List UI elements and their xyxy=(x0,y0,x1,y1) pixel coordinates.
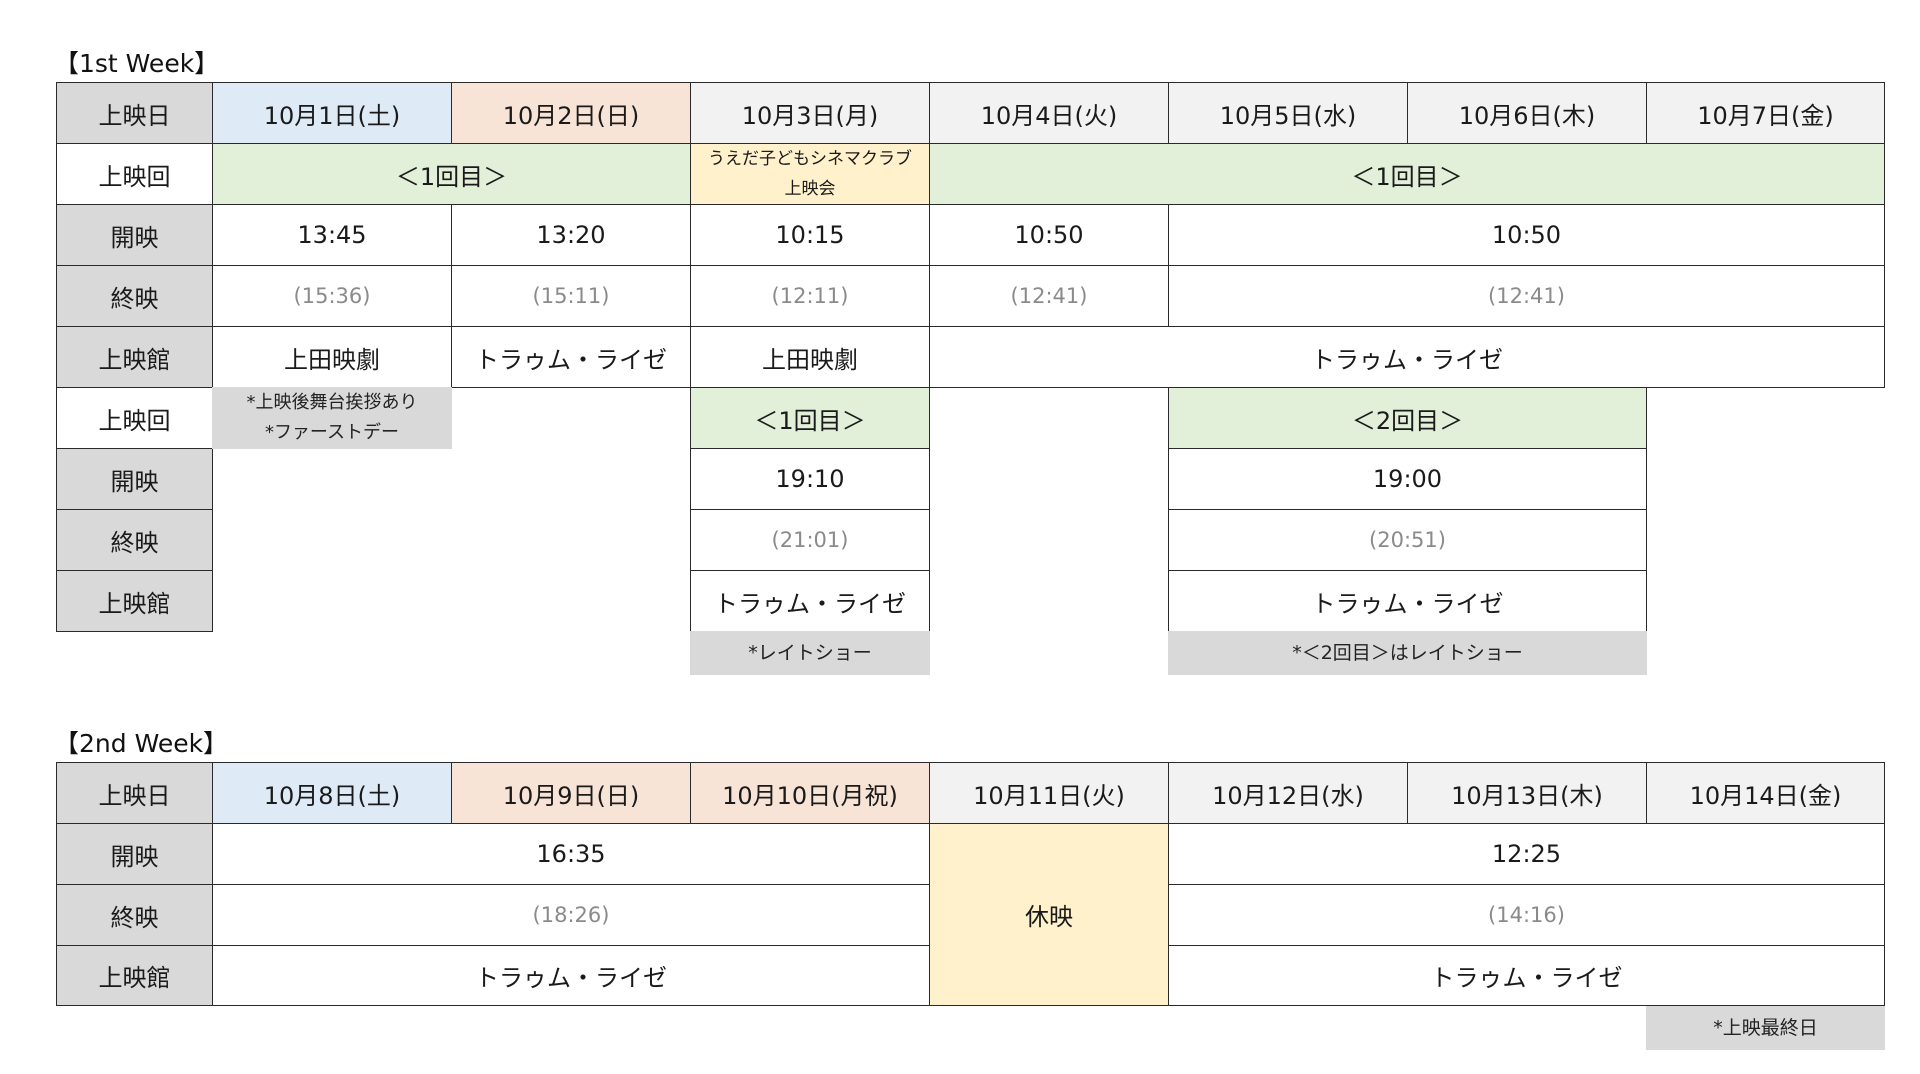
note-oct1-stage-greeting: *上映後舞台挨拶あり xyxy=(246,392,418,413)
w2-end-oct8-10: (18:26) xyxy=(212,884,930,946)
row-label-venue-2: 上映館 xyxy=(56,570,213,632)
w2-row-label-venue: 上映館 xyxy=(56,945,213,1006)
showing-kids-cinema-club: うえだ子どもシネマクラブ上映会 xyxy=(690,143,930,205)
date-oct6: 10月6日(木) xyxy=(1407,82,1647,144)
w2-end-oct12-14: (14:16) xyxy=(1168,884,1885,946)
start-oct2: 13:20 xyxy=(451,204,691,266)
row-label-end: 終映 xyxy=(56,265,213,327)
closed-oct11: 休映 xyxy=(929,823,1169,1006)
start-oct4: 10:50 xyxy=(929,204,1169,266)
date-oct4: 10月4日(火) xyxy=(929,82,1169,144)
row-label-start: 開映 xyxy=(56,204,213,266)
date-oct9: 10月9日(日) xyxy=(451,762,691,824)
venue-oct3: 上田映劇 xyxy=(690,326,930,388)
date-oct1: 10月1日(土) xyxy=(212,82,452,144)
start-oct5-7: 10:50 xyxy=(1168,204,1885,266)
venue-oct1: 上田映劇 xyxy=(212,326,452,388)
row-label-end-2: 終映 xyxy=(56,509,213,571)
date-oct2: 10月2日(日) xyxy=(451,82,691,144)
row-label-venue: 上映館 xyxy=(56,326,213,388)
venue-2nd-oct5-7: トラゥム・ライゼ xyxy=(1168,570,1647,632)
w2-row-label-end: 終映 xyxy=(56,884,213,946)
end-oct3-evening: (21:01) xyxy=(690,509,930,571)
date-oct7: 10月7日(金) xyxy=(1646,82,1885,144)
start-2nd-oct5-7: 19:00 xyxy=(1168,448,1647,510)
showing-1st-oct1-2: ＜1回目＞ xyxy=(212,143,691,205)
date-oct10: 10月10日(月祝) xyxy=(690,762,930,824)
start-oct1: 13:45 xyxy=(212,204,452,266)
note-oct1-first-day: *ファーストデー xyxy=(264,422,400,443)
row-label-date: 上映日 xyxy=(56,82,213,144)
note-oct3-late-show: *レイトショー xyxy=(690,631,930,675)
end-oct4: (12:41) xyxy=(929,265,1169,327)
w2-row-label-start: 開映 xyxy=(56,823,213,885)
week1-title: 【1st Week】 xyxy=(54,49,220,78)
end-2nd-oct5-7: (20:51) xyxy=(1168,509,1647,571)
date-oct5: 10月5日(水) xyxy=(1168,82,1408,144)
w2-venue-oct8-10: トラゥム・ライゼ xyxy=(212,945,930,1006)
note-final-day: *上映最終日 xyxy=(1646,1006,1885,1050)
date-oct11: 10月11日(火) xyxy=(929,762,1169,824)
date-oct14: 10月14日(金) xyxy=(1646,762,1885,824)
row-label-start-2: 開映 xyxy=(56,448,213,510)
date-oct13: 10月13日(木) xyxy=(1407,762,1647,824)
venue-oct4-7: トラゥム・ライゼ xyxy=(929,326,1885,388)
w2-start-oct12-14: 12:25 xyxy=(1168,823,1885,885)
date-oct3: 10月3日(月) xyxy=(690,82,930,144)
w2-venue-oct12-14: トラゥム・ライゼ xyxy=(1168,945,1885,1006)
date-oct12: 10月12日(水) xyxy=(1168,762,1408,824)
row-label-showing: 上映回 xyxy=(56,143,213,205)
w2-row-label-date: 上映日 xyxy=(56,762,213,824)
end-oct3: (12:11) xyxy=(690,265,930,327)
showing-oct3-evening: ＜1回目＞ xyxy=(690,387,930,449)
note-oct5-7-late-show: *＜2回目＞はレイトショー xyxy=(1168,631,1647,675)
venue-oct2: トラゥム・ライゼ xyxy=(451,326,691,388)
row-label-showing-2: 上映回 xyxy=(56,387,213,449)
end-oct2: (15:11) xyxy=(451,265,691,327)
week2-title: 【2nd Week】 xyxy=(54,729,229,758)
start-oct3-evening: 19:10 xyxy=(690,448,930,510)
note-oct1: *上映後舞台挨拶あり *ファーストデー xyxy=(212,387,452,449)
showing-2nd-oct5-7: ＜2回目＞ xyxy=(1168,387,1647,449)
end-oct5-7: (12:41) xyxy=(1168,265,1885,327)
date-oct8: 10月8日(土) xyxy=(212,762,452,824)
venue-oct3-evening: トラゥム・ライゼ xyxy=(690,570,930,632)
showing-1st-oct4-7: ＜1回目＞ xyxy=(929,143,1885,205)
w2-start-oct8-10: 16:35 xyxy=(212,823,930,885)
start-oct3: 10:15 xyxy=(690,204,930,266)
end-oct1: (15:36) xyxy=(212,265,452,327)
